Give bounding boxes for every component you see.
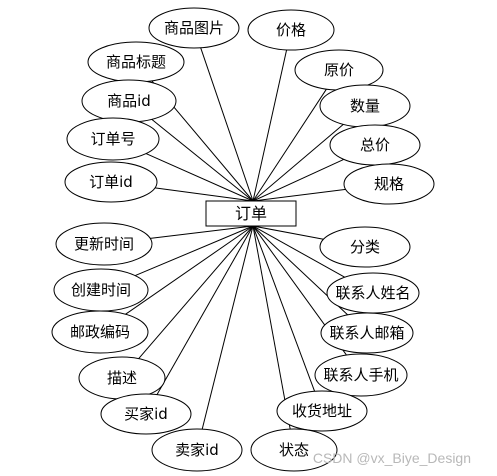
- connector-line: [252, 225, 291, 430]
- attribute-node: 收货地址: [276, 390, 368, 432]
- attribute-label: 收货地址: [292, 402, 352, 420]
- attribute-node: 商品id: [81, 79, 177, 123]
- connector-line: [252, 225, 316, 392]
- connector-line: [252, 158, 344, 202]
- connector-line: [200, 47, 254, 202]
- attribute-node: 商品图片: [148, 7, 240, 49]
- attribute-node: 更新时间: [55, 222, 153, 266]
- attribute-node: 订单号: [66, 117, 160, 161]
- attribute-label: 买家id: [124, 405, 168, 423]
- attribute-ellipse: [319, 226, 411, 268]
- connector-line: [252, 88, 327, 202]
- attribute-label: 数量: [350, 97, 380, 115]
- attribute-node: 总价: [329, 124, 421, 166]
- connector-lines: [125, 47, 349, 430]
- attribute-label: 订单号: [90, 130, 135, 148]
- attribute-node: 数量: [319, 84, 411, 128]
- attribute-ellipse: [247, 9, 335, 51]
- attribute-label: 更新时间: [74, 235, 134, 253]
- attribute-node: 描述: [78, 356, 166, 400]
- attribute-label: 原价: [324, 61, 354, 79]
- attribute-ellipse: [276, 390, 368, 432]
- attribute-label: 状态: [279, 441, 309, 459]
- attribute-ellipse: [250, 428, 338, 472]
- connector-line: [154, 187, 254, 202]
- attribute-node: 订单id: [64, 161, 158, 203]
- attribute-label: 规格: [374, 175, 404, 193]
- attribute-label: 商品图片: [164, 19, 224, 37]
- watermark: CSDN @vx_Biye_Design: [313, 450, 471, 466]
- entity-label: 订单: [235, 204, 267, 223]
- attribute-node: 联系人邮箱: [320, 312, 414, 354]
- attribute-label: 邮政编码: [70, 323, 130, 341]
- attribute-node: 联系人手机: [314, 353, 408, 397]
- attribute-ellipse: [343, 163, 435, 205]
- attribute-ellipse: [51, 310, 149, 354]
- connector-line: [252, 225, 324, 240]
- attribute-node: 商品标题: [87, 41, 185, 83]
- attribute-node: 分类: [319, 226, 411, 268]
- attribute-label: 总价: [360, 136, 390, 154]
- connector-line: [252, 188, 346, 202]
- connector-line: [201, 225, 254, 430]
- attribute-label: 卖家id: [175, 441, 219, 459]
- attribute-ellipse: [100, 393, 192, 435]
- entity-box: 订单: [205, 200, 297, 227]
- attribute-label: 联系人邮箱: [329, 324, 404, 342]
- attribute-ellipse: [55, 222, 153, 266]
- attribute-label: 创建时间: [71, 281, 131, 299]
- attribute-label: 商品标题: [106, 53, 166, 71]
- attribute-ellipse: [314, 353, 408, 397]
- connector-line: [156, 225, 254, 395]
- attribute-node: 创建时间: [53, 268, 149, 312]
- connector-line: [252, 49, 288, 202]
- attribute-label: 联系人手机: [323, 366, 398, 384]
- attribute-node: 联系人姓名: [326, 272, 420, 314]
- attribute-node: 价格: [247, 9, 335, 51]
- attribute-ellipse: [66, 117, 160, 161]
- attribute-ellipse: [151, 428, 243, 472]
- attribute-label: 描述: [107, 369, 137, 387]
- connector-line: [252, 225, 345, 278]
- connector-line: [145, 153, 254, 202]
- attribute-node: 买家id: [100, 393, 192, 435]
- connector-line: [138, 225, 254, 359]
- attribute-label: 分类: [350, 238, 380, 256]
- connector-line: [150, 225, 254, 239]
- connector-line: [151, 119, 254, 202]
- entity-rect: [205, 200, 297, 227]
- attribute-node: 卖家id: [151, 428, 243, 472]
- attribute-ellipse: [320, 312, 414, 354]
- attribute-label: 联系人姓名: [335, 284, 410, 302]
- attribute-ellipse: [148, 7, 240, 49]
- attribute-ellipse: [64, 161, 158, 203]
- attribute-label: 订单id: [89, 173, 133, 191]
- connector-line: [135, 225, 254, 277]
- connector-line: [125, 225, 254, 315]
- attribute-node: 邮政编码: [51, 310, 149, 354]
- attribute-label: 商品id: [107, 92, 151, 110]
- attribute-label: 价格: [276, 21, 306, 39]
- attribute-node: 规格: [343, 163, 435, 205]
- connector-line: [252, 124, 344, 202]
- attribute-node: 状态: [250, 428, 338, 472]
- attribute-node: 原价: [294, 49, 384, 91]
